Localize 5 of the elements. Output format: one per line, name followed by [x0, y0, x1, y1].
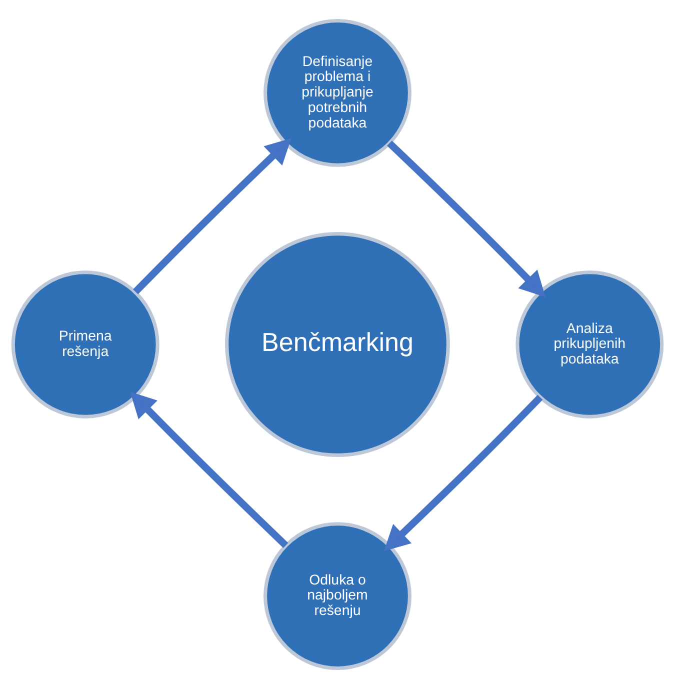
node-circle: Benčmarking: [225, 232, 450, 456]
arrow: [130, 391, 288, 548]
arrow: [387, 140, 546, 297]
arrow: [132, 138, 292, 294]
arrow: [384, 394, 543, 551]
